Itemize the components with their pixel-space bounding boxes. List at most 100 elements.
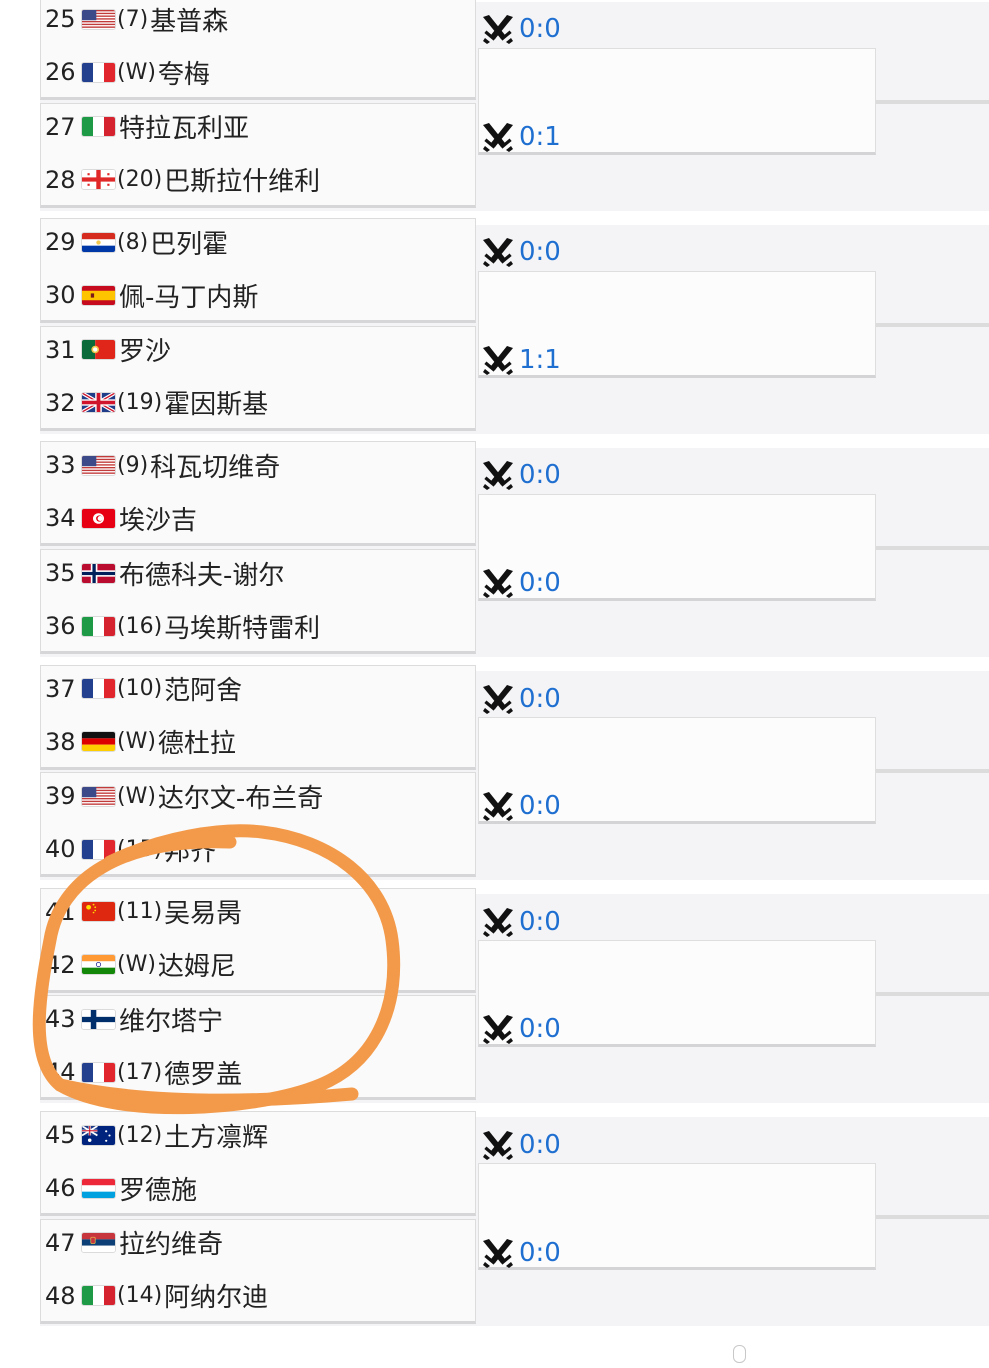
draw-position-number: 30 (45, 281, 76, 310)
player-name[interactable]: 布德科夫-谢尔 (119, 560, 285, 591)
player-name[interactable]: 特拉瓦利亚 (119, 114, 250, 145)
player-row[interactable]: 36(16)马埃斯特雷利 (45, 606, 475, 646)
player-row[interactable]: 27 特拉瓦利亚 (45, 107, 475, 147)
player-row[interactable]: 48(14)阿纳尔迪 (45, 1276, 475, 1316)
player-row[interactable]: 32(19)霍因斯基 (45, 383, 475, 423)
player-name[interactable]: 罗沙 (119, 337, 172, 368)
match-card[interactable]: 45(12)土方凛辉 46 罗德施 (40, 1111, 476, 1216)
player-name[interactable]: 埃沙吉 (119, 505, 198, 536)
head-to-head-button[interactable]: 0:0 (481, 905, 561, 939)
head-to-head-button[interactable]: 1:1 (481, 343, 561, 377)
match-card[interactable]: 27 特拉瓦利亚 28(20)巴斯拉什维利 (40, 102, 476, 208)
player-name[interactable]: 巴列霍 (150, 229, 229, 260)
player-row[interactable]: 39(W)达尔文-布兰奇 (45, 776, 475, 816)
draw-position-number: 46 (45, 1174, 76, 1202)
player-row[interactable]: 41(11)吴易昺 (45, 892, 475, 932)
player-name[interactable]: 罗德施 (119, 1175, 198, 1206)
flag-china-icon (81, 901, 116, 923)
player-row[interactable]: 30 佩-马丁内斯 (45, 275, 475, 315)
flag-france-icon (81, 838, 116, 860)
flag-portugal-icon (81, 339, 116, 361)
player-name[interactable]: 霍因斯基 (164, 390, 269, 421)
head-to-head-score: 0:0 (519, 791, 561, 822)
next-round-slot (478, 494, 876, 601)
player-row[interactable]: 25(7)基普森 (45, 0, 475, 39)
flag-uk-icon (81, 392, 116, 414)
player-row[interactable]: 29 (8)巴列霍 (45, 222, 475, 262)
head-to-head-score: 0:0 (519, 237, 561, 268)
match-card[interactable]: 41(11)吴易昺 42(W)达姆尼 (40, 887, 476, 993)
player-row[interactable]: 46 罗德施 (45, 1168, 475, 1208)
player-name[interactable]: 范阿舍 (164, 676, 243, 707)
player-name[interactable]: 德杜拉 (157, 729, 236, 760)
player-name[interactable]: 科瓦切维奇 (150, 452, 281, 483)
player-row[interactable]: 40(15)邦齐 (45, 829, 475, 869)
seed-label: (19) (117, 390, 163, 416)
player-name[interactable]: 马埃斯特雷利 (164, 613, 321, 644)
head-to-head-button[interactable]: 0:0 (481, 789, 561, 823)
crossed-swords-icon (481, 1238, 515, 1268)
head-to-head-button[interactable]: 0:0 (481, 682, 561, 716)
draw-position-number: 26 (45, 58, 76, 86)
match-card[interactable]: 25(7)基普森 26(W)夸梅 (40, 0, 476, 100)
draw-position-number: 29 (45, 228, 76, 257)
player-row[interactable]: 28(20)巴斯拉什维利 (45, 160, 475, 200)
player-row[interactable]: 42(W)达姆尼 (45, 945, 475, 985)
head-to-head-button[interactable]: 0:0 (481, 1128, 561, 1162)
player-name[interactable]: 阿纳尔迪 (164, 1283, 269, 1314)
draw-position-number: 27 (45, 112, 76, 141)
flag-finland-icon (81, 1008, 116, 1030)
player-row[interactable]: 44(17)德罗盖 (45, 1052, 475, 1092)
draw-position-number: 41 (45, 897, 76, 926)
head-to-head-button[interactable]: 0:0 (481, 1236, 561, 1270)
seed-label: (8) (117, 229, 149, 255)
head-to-head-button[interactable]: 0:1 (481, 120, 561, 154)
player-name[interactable]: 维尔塔宁 (119, 1006, 224, 1037)
head-to-head-button[interactable]: 0:0 (481, 1012, 561, 1046)
crossed-swords-icon (481, 1130, 515, 1160)
player-name[interactable]: 巴斯拉什维利 (164, 167, 321, 198)
match-card[interactable]: 37(10)范阿舍 38(W)德杜拉 (40, 664, 476, 770)
flag-tunisia-icon (81, 507, 116, 529)
bracket-connector-line (876, 323, 989, 327)
player-row[interactable]: 37(10)范阿舍 (45, 669, 475, 709)
player-row[interactable]: 45(12)土方凛辉 (45, 1115, 475, 1155)
head-to-head-score: 1:1 (519, 344, 561, 375)
player-name[interactable]: 夸梅 (157, 59, 210, 90)
head-to-head-button[interactable]: 0:0 (481, 458, 561, 492)
player-name[interactable]: 拉约维奇 (119, 1230, 224, 1261)
seed-label: (15) (117, 836, 163, 862)
head-to-head-button[interactable]: 0:0 (481, 566, 561, 600)
head-to-head-button[interactable]: 0:0 (481, 235, 561, 269)
player-name[interactable]: 邦齐 (164, 836, 217, 867)
player-row[interactable]: 33(9)科瓦切维奇 (45, 445, 475, 485)
player-name[interactable]: 德罗盖 (164, 1059, 243, 1090)
draw-position-number: 44 (45, 1058, 76, 1087)
flag-india-icon (81, 954, 116, 976)
match-card[interactable]: 29 (8)巴列霍 30 佩-马丁内斯 (40, 218, 476, 324)
player-row[interactable]: 26(W)夸梅 (45, 52, 475, 92)
head-to-head-button[interactable]: 0:0 (481, 12, 561, 46)
draw-position-number: 42 (45, 950, 76, 979)
draw-position-number: 45 (45, 1121, 76, 1149)
player-row[interactable]: 38(W)德杜拉 (45, 722, 475, 762)
match-card[interactable]: 39(W)达尔文-布兰奇 40(15)邦齐 (40, 772, 476, 878)
player-name[interactable]: 佩-马丁内斯 (119, 282, 259, 313)
player-name[interactable]: 达尔文-布兰奇 (157, 783, 324, 814)
player-name[interactable]: 基普森 (150, 6, 229, 37)
player-name[interactable]: 达姆尼 (157, 952, 236, 983)
player-name[interactable]: 土方凛辉 (164, 1122, 269, 1153)
next-round-slot (478, 48, 876, 155)
scroll-indicator[interactable] (733, 1345, 746, 1363)
player-name[interactable]: 吴易昺 (164, 899, 243, 930)
